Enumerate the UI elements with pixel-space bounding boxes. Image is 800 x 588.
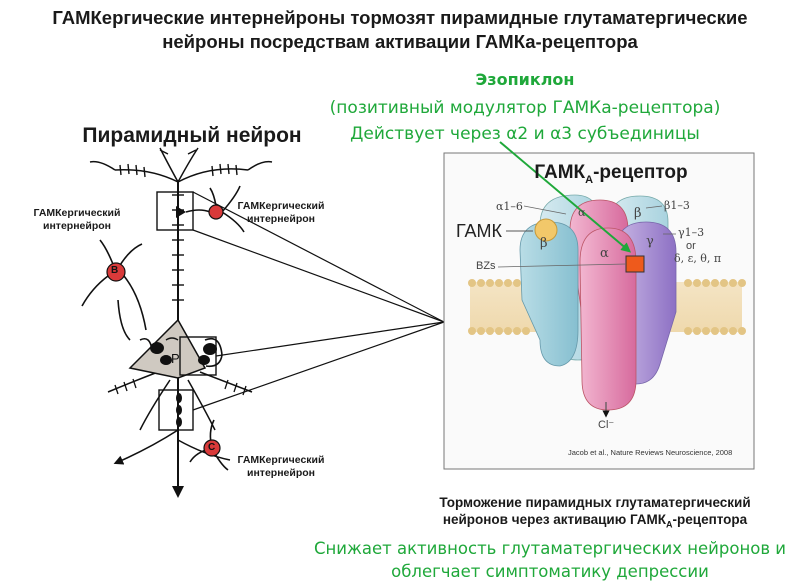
interneuron-c xyxy=(189,419,229,471)
caption-line-2-part-b: -рецептора xyxy=(672,512,748,527)
beta-front-label: β xyxy=(540,236,548,251)
drug-description: (позитивный модулятор ГАМКа-рецептора) Д… xyxy=(250,95,800,147)
gamma-range-label: γ1–3 xyxy=(678,226,705,239)
subunit-alpha-front xyxy=(579,227,637,411)
or-label: or xyxy=(686,240,696,252)
drug-target-arrow xyxy=(499,141,632,253)
chloride-label: Cl⁻ xyxy=(598,419,615,431)
effect-line-2: облегчает симптоматику депрессии xyxy=(391,562,709,581)
drug-description-line-1: (позитивный модулятор ГАМКа-рецептора) xyxy=(329,98,721,118)
interneuron-label-a: ГАМКергический интернейрон xyxy=(226,200,336,226)
caption-line-2-part-a: нейронов через активацию ГАМК xyxy=(442,512,667,527)
pyramidal-neuron xyxy=(89,147,445,498)
caption-line-1: Торможение пирамидных глутаматергический xyxy=(439,495,751,510)
cell-letter-p: P xyxy=(171,351,180,366)
beta-range-label: β1–3 xyxy=(664,199,690,212)
interneuron-label-c: ГАМКергический интернейрон xyxy=(226,454,336,480)
title-line-1: ГАМКергические интернейроны тормозят пир… xyxy=(52,7,748,28)
interneuron-label-a-line-1: ГАМКергический xyxy=(237,200,325,212)
effect-text: Снижает активность глутаматергических не… xyxy=(300,537,800,583)
caption-line-2: нейронов через активацию ГАМКА-рецептора xyxy=(390,511,800,534)
receptor-title-rest: -рецептор xyxy=(593,162,688,183)
alpha-front-label: α xyxy=(600,246,609,261)
receptor-title-main: ГАМК xyxy=(534,162,586,183)
cell-letter-b: B xyxy=(111,265,119,276)
beta-right-label: β xyxy=(634,206,642,221)
interneuron-label-b-line-2: интернейрон xyxy=(43,220,111,232)
receptor-panel xyxy=(443,152,755,470)
interneuron-a xyxy=(185,185,245,233)
interneuron-label-c-line-2: интернейрон xyxy=(247,467,315,479)
interneuron-label-a-line-2: интернейрон xyxy=(247,213,315,225)
receptor-title: ГАМКA-рецептор xyxy=(496,162,726,186)
figure-credit: Jacob et al., Nature Reviews Neuroscienc… xyxy=(568,448,733,457)
receptor-title-sub: A xyxy=(585,173,594,186)
interneuron-b xyxy=(81,239,147,331)
interneuron-label-b-line-1: ГАМКергический xyxy=(33,207,121,219)
bzs-label: BZs xyxy=(476,260,496,272)
interneuron-label-b: ГАМКергический интернейрон xyxy=(22,207,132,233)
receptor-caption: Торможение пирамидных глутаматергический… xyxy=(390,494,800,534)
bz-site-marker xyxy=(625,255,645,273)
gamma-label: γ xyxy=(646,234,654,249)
gaba-molecule xyxy=(534,218,558,242)
interneuron-label-c-line-1: ГАМКергический xyxy=(237,454,325,466)
drug-description-line-2: Действует через α2 и α3 субъединицы xyxy=(350,124,700,144)
alt-subunits-label: δ, ε, θ, π xyxy=(674,252,722,265)
title-line-2: нейроны посредствам активации ГАМКа-реце… xyxy=(162,31,638,52)
gaba-label: ГАМК xyxy=(456,221,503,241)
pyramidal-neuron-title: Пирамидный нейрон xyxy=(82,124,302,147)
cell-letter-c: C xyxy=(208,442,216,453)
caption-line-2-sub: А xyxy=(666,519,673,530)
effect-line-1: Снижает активность глутаматергических не… xyxy=(313,539,787,558)
page-title: ГАМКергические интернейроны тормозят пир… xyxy=(0,6,800,54)
alpha-range-label: α1–6 xyxy=(496,200,523,213)
drug-name: Эзопиклон xyxy=(475,70,575,89)
alpha-back-label: α xyxy=(578,206,586,219)
